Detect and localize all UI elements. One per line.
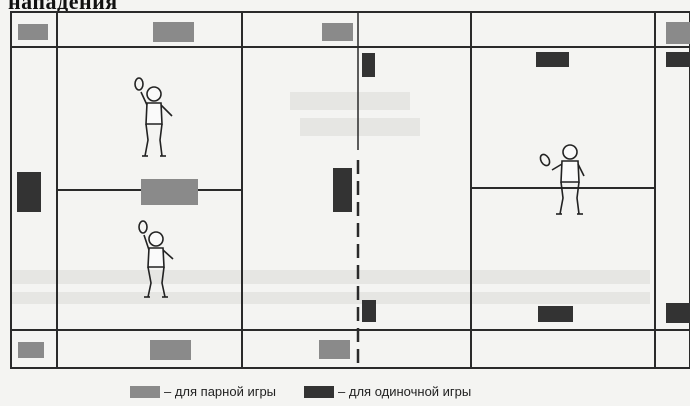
badminton-player-icon [134, 77, 173, 157]
singles-marker [362, 300, 376, 322]
singles-marker [666, 303, 690, 323]
doubles-marker [18, 24, 48, 40]
court-lines [10, 11, 690, 369]
page-heading: нападения [8, 0, 118, 14]
doubles-marker [141, 179, 198, 205]
singles-marker [666, 52, 690, 67]
badminton-player-icon [138, 220, 174, 298]
doubles-swatch [130, 385, 160, 398]
badminton-player-icon [539, 144, 585, 215]
singles-marker [17, 172, 41, 212]
background-texture [10, 92, 650, 304]
doubles-marker [18, 342, 44, 358]
court-outline [10, 11, 690, 369]
singles-marker [333, 168, 352, 212]
doubles-marker [666, 22, 690, 44]
singles-swatch [304, 385, 335, 398]
legend: – для парной игры – для одиночной игры [130, 384, 471, 399]
doubles-marker [322, 23, 353, 41]
legend-singles-label: – для одиночной игры [338, 384, 472, 399]
singles-marker [362, 53, 375, 77]
doubles-marker [319, 340, 350, 359]
doubles-marker [150, 340, 191, 360]
singles-marker [536, 52, 569, 67]
doubles-markers [18, 22, 690, 360]
doubles-marker [153, 22, 194, 42]
singles-marker [538, 306, 573, 322]
legend-doubles-label: – для парной игры [164, 384, 277, 399]
singles-markers [17, 52, 690, 323]
